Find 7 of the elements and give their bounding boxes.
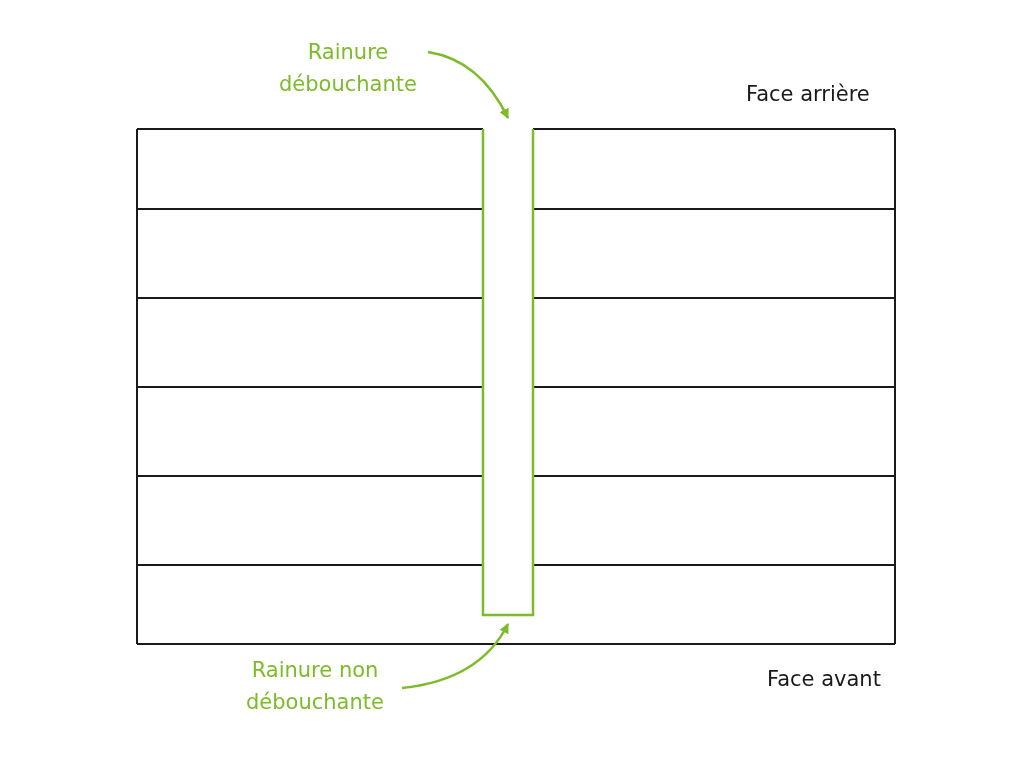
leader-arrow [401, 623, 510, 690]
leader-arrow [427, 50, 510, 119]
callout-text: Rainure non débouchante [218, 654, 412, 718]
callout-text: Rainure débouchante [258, 36, 438, 100]
groove-outline [481, 129, 535, 617]
face-label: Face arrière [746, 81, 870, 108]
face-label: Face avant [767, 666, 881, 693]
